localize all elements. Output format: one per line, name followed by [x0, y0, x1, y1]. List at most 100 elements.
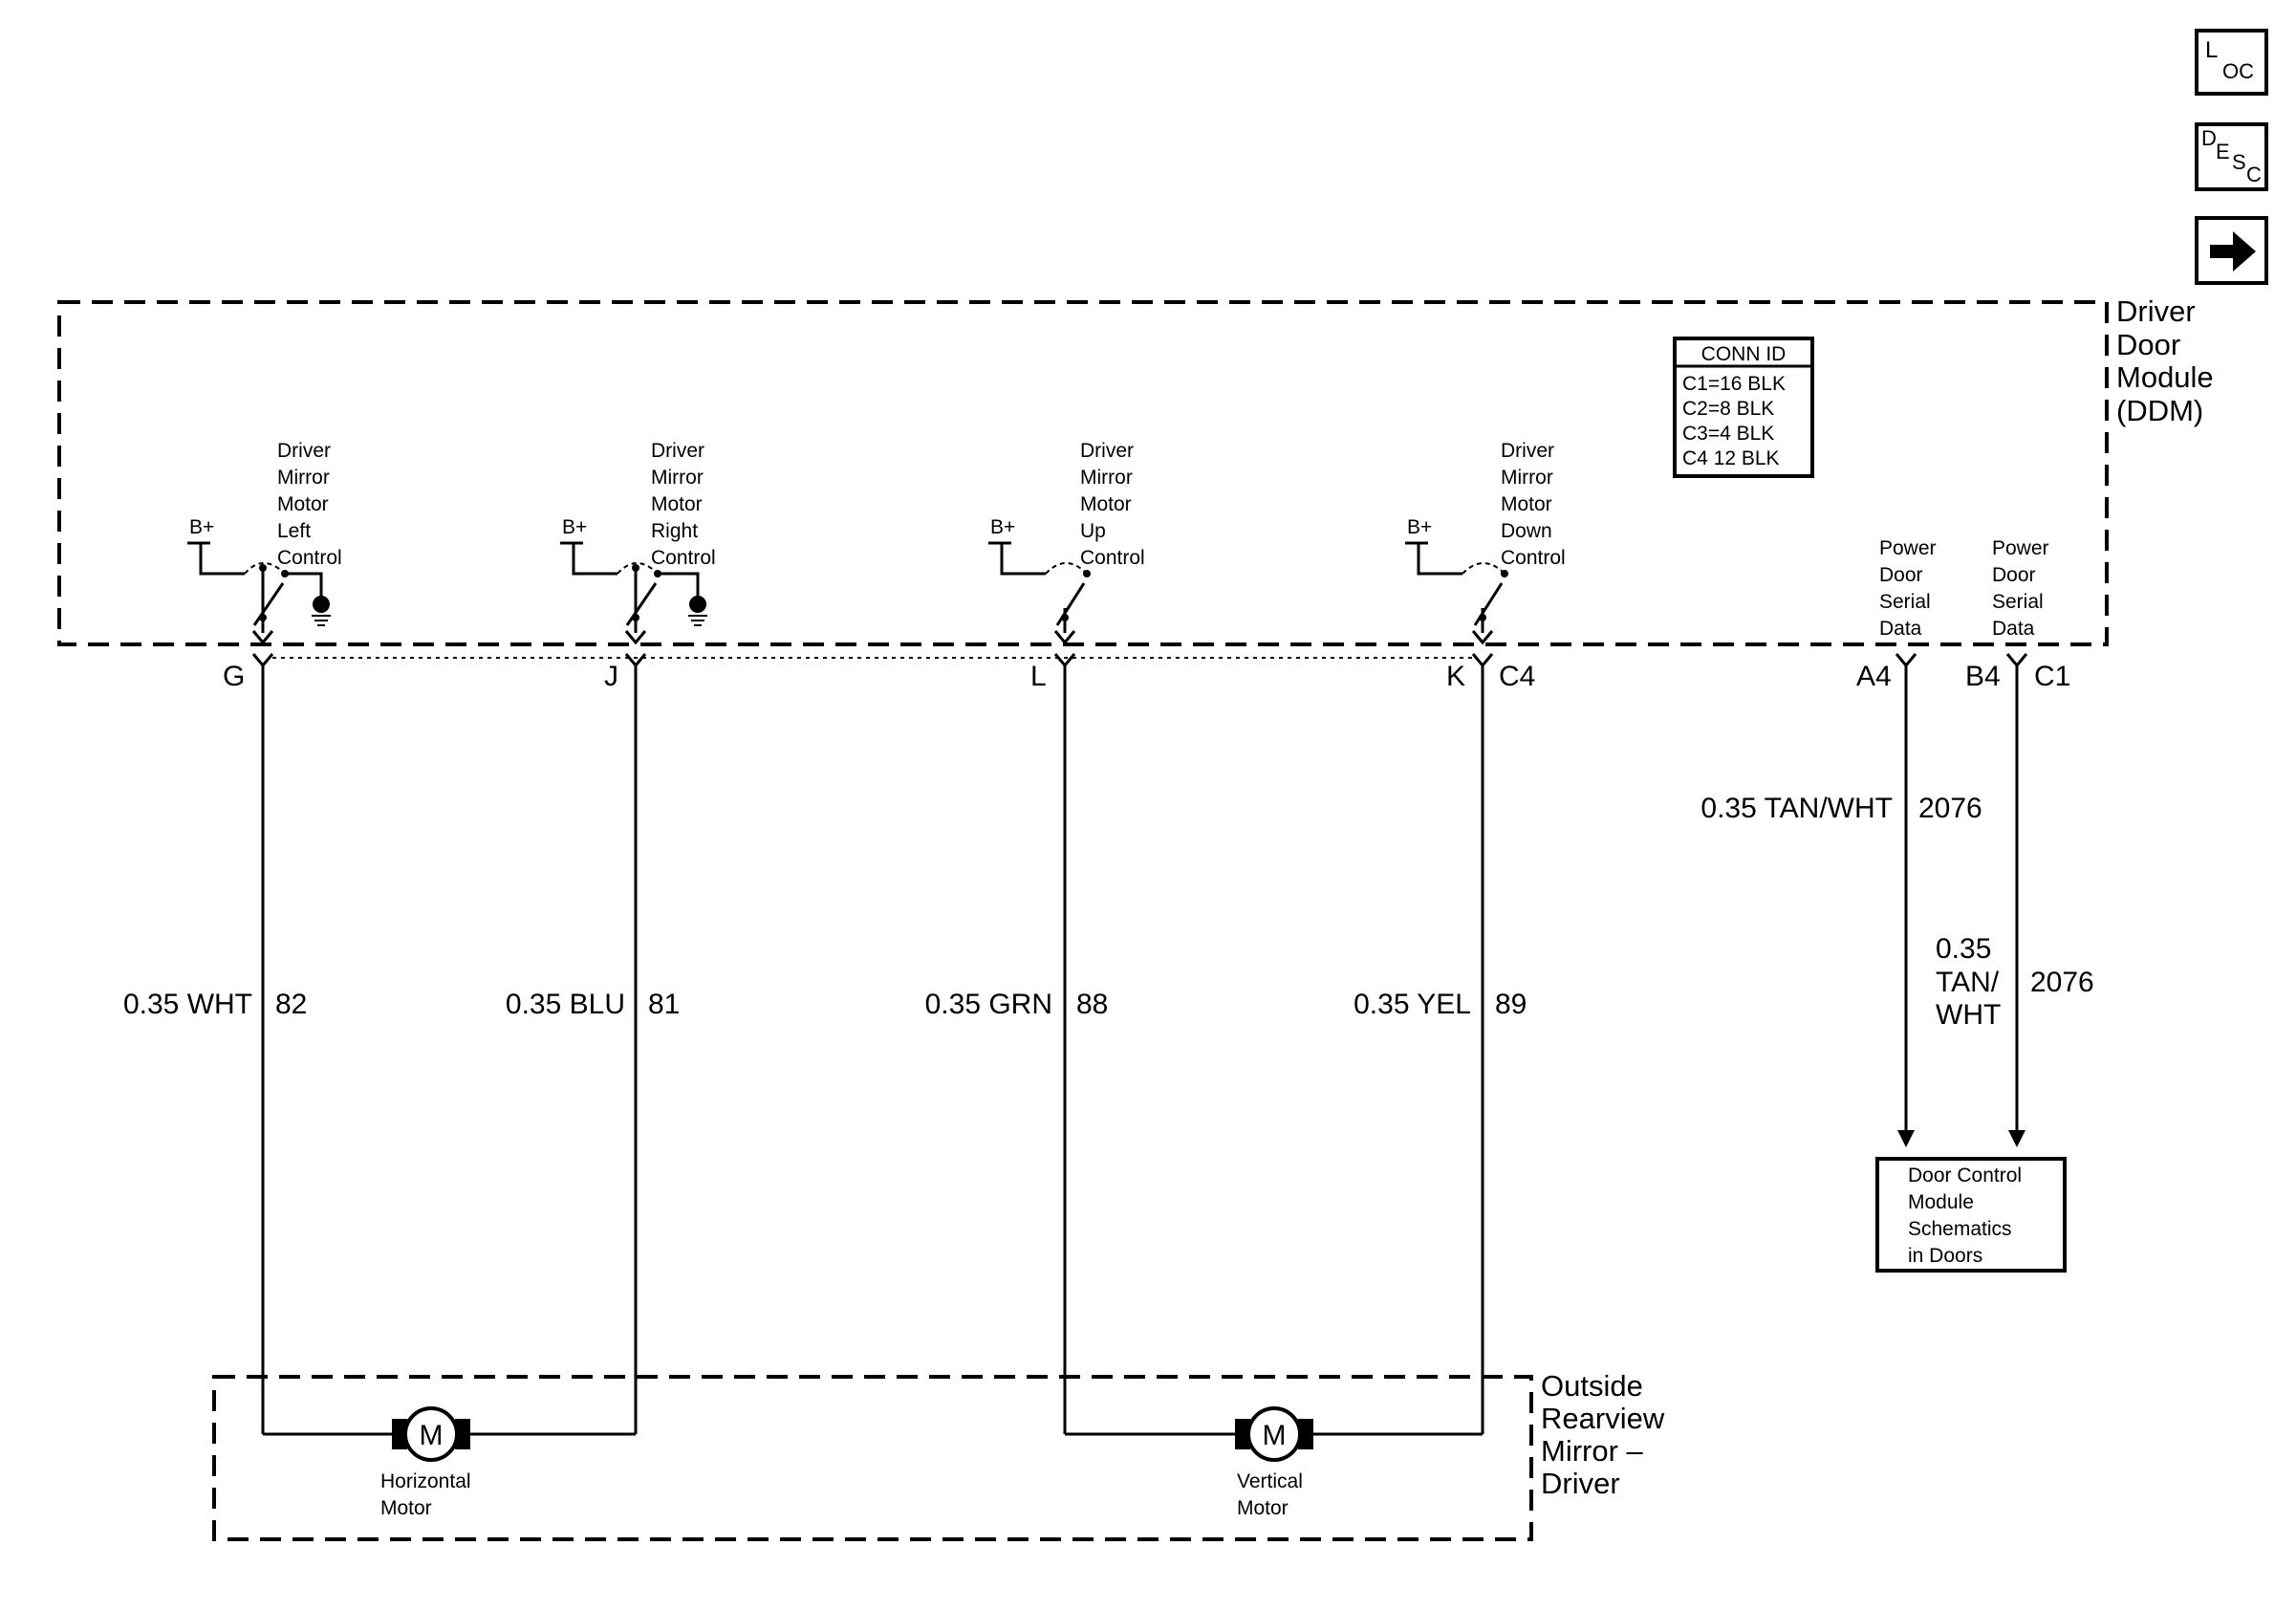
switch-right-control: Driver Mirror Motor Right Control B+ — [560, 440, 716, 645]
switch-label-line: Right — [651, 520, 698, 542]
connector-label: C4 — [1499, 661, 1535, 692]
switch-label-line: Control — [1080, 547, 1145, 569]
switch-label-line: Mirror — [1080, 467, 1133, 489]
switch-contact-arm — [625, 582, 658, 626]
switch-contact-arm — [252, 582, 285, 626]
mirror-label-line: Driver — [1541, 1467, 1620, 1500]
switch-label-line: Down — [1501, 520, 1552, 542]
ddm-label-line: Module — [2116, 360, 2214, 394]
conn-id-row: C2=8 BLK — [1682, 398, 1774, 420]
b-plus-label: B+ — [1407, 516, 1432, 538]
switch-left-control: Driver Mirror Motor Left Control B+ — [187, 440, 342, 645]
b-plus-label: B+ — [562, 516, 587, 538]
loc-letter-l: L — [2205, 37, 2218, 63]
wire-color-line: 0.35 — [1936, 933, 1991, 965]
switch-label-line: Mirror — [1501, 467, 1553, 489]
mirror-label-line: Rearview — [1541, 1402, 1665, 1435]
horizontal-motor: M Horizontal Motor — [263, 1406, 636, 1519]
desc-letter-d: D — [2201, 126, 2217, 150]
serial-label-line: Serial — [1879, 591, 1931, 613]
pin-marker — [1053, 653, 1076, 668]
switch-contact-arm — [1473, 582, 1504, 626]
ddm-boundary — [57, 300, 2109, 646]
vertical-motor: M Vertical Motor — [1065, 1406, 1483, 1519]
arrow-down-icon — [1897, 1130, 1915, 1147]
dcm-line: Module — [1908, 1191, 1974, 1213]
wire-color-label: 0.35 GRN — [925, 989, 1052, 1020]
b-plus-label: B+ — [189, 516, 214, 538]
circuit-number: 82 — [275, 989, 307, 1020]
dcm-line: in Doors — [1908, 1245, 1982, 1267]
circuit-number: 81 — [648, 989, 680, 1020]
door-control-module-box[interactable]: Door Control Module Schematics in Doors — [1875, 1157, 2067, 1273]
wire-color-label: 0.35 YEL — [1354, 989, 1471, 1020]
switch-label-line: Mirror — [277, 467, 330, 489]
wire-color-label: 0.35 BLU — [506, 989, 625, 1020]
circuit-number: 89 — [1495, 989, 1527, 1020]
pin-marker — [1471, 653, 1494, 668]
wire-color-label: 0.35 TAN/WHT — [1700, 793, 1893, 824]
switch-label-line: Driver — [651, 440, 704, 462]
serial-data-label-a: Power Door Serial Data — [1879, 537, 1937, 640]
wire-color-label-b: 0.35 TAN/ WHT — [1936, 933, 2001, 1031]
ddm-label: Driver Door Module (DDM) — [2116, 294, 2214, 427]
pin-label: B4 — [1965, 661, 2001, 692]
switch-label: Driver Mirror Motor Right Control — [651, 440, 716, 569]
motor-label-line: Horizontal — [380, 1470, 471, 1492]
circuit-number: 2076 — [2030, 967, 2094, 998]
motor-icon — [403, 1406, 459, 1462]
ground-icon — [312, 596, 331, 626]
ddm-label-line: Driver — [2116, 294, 2196, 328]
dcm-line: Door Control — [1908, 1165, 2022, 1186]
pin-label: G — [223, 661, 245, 692]
switch-label: Driver Mirror Motor Down Control — [1501, 440, 1566, 569]
serial-label-line: Door — [1992, 564, 2036, 586]
next-button[interactable] — [2195, 216, 2268, 285]
desc-button[interactable]: D E S C — [2195, 122, 2268, 191]
pin-label: A4 — [1856, 661, 1892, 692]
serial-label-line: Serial — [1992, 591, 2044, 613]
switch-label-line: Control — [1501, 547, 1566, 569]
desc-letter-e: E — [2216, 140, 2230, 163]
serial-label-line: Data — [1879, 618, 1922, 640]
motor-label-line: Vertical — [1237, 1470, 1303, 1492]
wire-color-line: TAN/ — [1936, 967, 2000, 998]
switch-label-line: Up — [1080, 520, 1106, 542]
switch-label-line: Driver — [1501, 440, 1554, 462]
conn-id-title: CONN ID — [1701, 343, 1787, 365]
switch-label-line: Motor — [651, 493, 703, 515]
serial-label-line: Door — [1879, 564, 1923, 586]
switch-label-line: Mirror — [651, 467, 704, 489]
circuit-number: 88 — [1076, 989, 1108, 1020]
ground-icon — [688, 596, 707, 626]
switch-down-control: Driver Mirror Motor Down Control B+ — [1405, 440, 1566, 645]
mirror-label-line: Outside — [1541, 1369, 1643, 1403]
pin-marker — [2005, 653, 2028, 668]
pin-label: L — [1030, 661, 1047, 692]
conn-id-row: C1=16 BLK — [1682, 373, 1786, 395]
ddm-label-line: Door — [2116, 328, 2180, 361]
motor-symbol: M — [420, 1420, 444, 1451]
switch-label-line: Driver — [277, 440, 331, 462]
loc-letters-oc: OC — [2222, 59, 2254, 83]
mirror-label: Outside Rearview Mirror – Driver — [1541, 1369, 1665, 1500]
desc-letter-c: C — [2246, 163, 2262, 186]
serial-data-label-b: Power Door Serial Data — [1992, 537, 2049, 640]
motor-label-line: Motor — [1237, 1497, 1289, 1519]
motor-icon — [1246, 1406, 1302, 1462]
wire-color-label: 0.35 WHT — [123, 989, 252, 1020]
pin-marker — [624, 653, 647, 668]
loc-button[interactable]: L OC — [2195, 29, 2268, 96]
switch-label-line: Control — [277, 547, 342, 569]
motor-symbol: M — [1263, 1420, 1287, 1451]
switch-contact-arm — [1055, 582, 1086, 626]
serial-label-line: Data — [1992, 618, 2035, 640]
switch-label-line: Control — [651, 547, 716, 569]
pin-label: K — [1446, 661, 1465, 692]
switch-label-line: Driver — [1080, 440, 1134, 462]
switch-up-control: Driver Mirror Motor Up Control B+ — [988, 440, 1145, 645]
desc-letter-s: S — [2232, 150, 2246, 174]
switch-label-line: Motor — [1501, 493, 1552, 515]
conn-id-row: C4 12 BLK — [1682, 447, 1780, 469]
